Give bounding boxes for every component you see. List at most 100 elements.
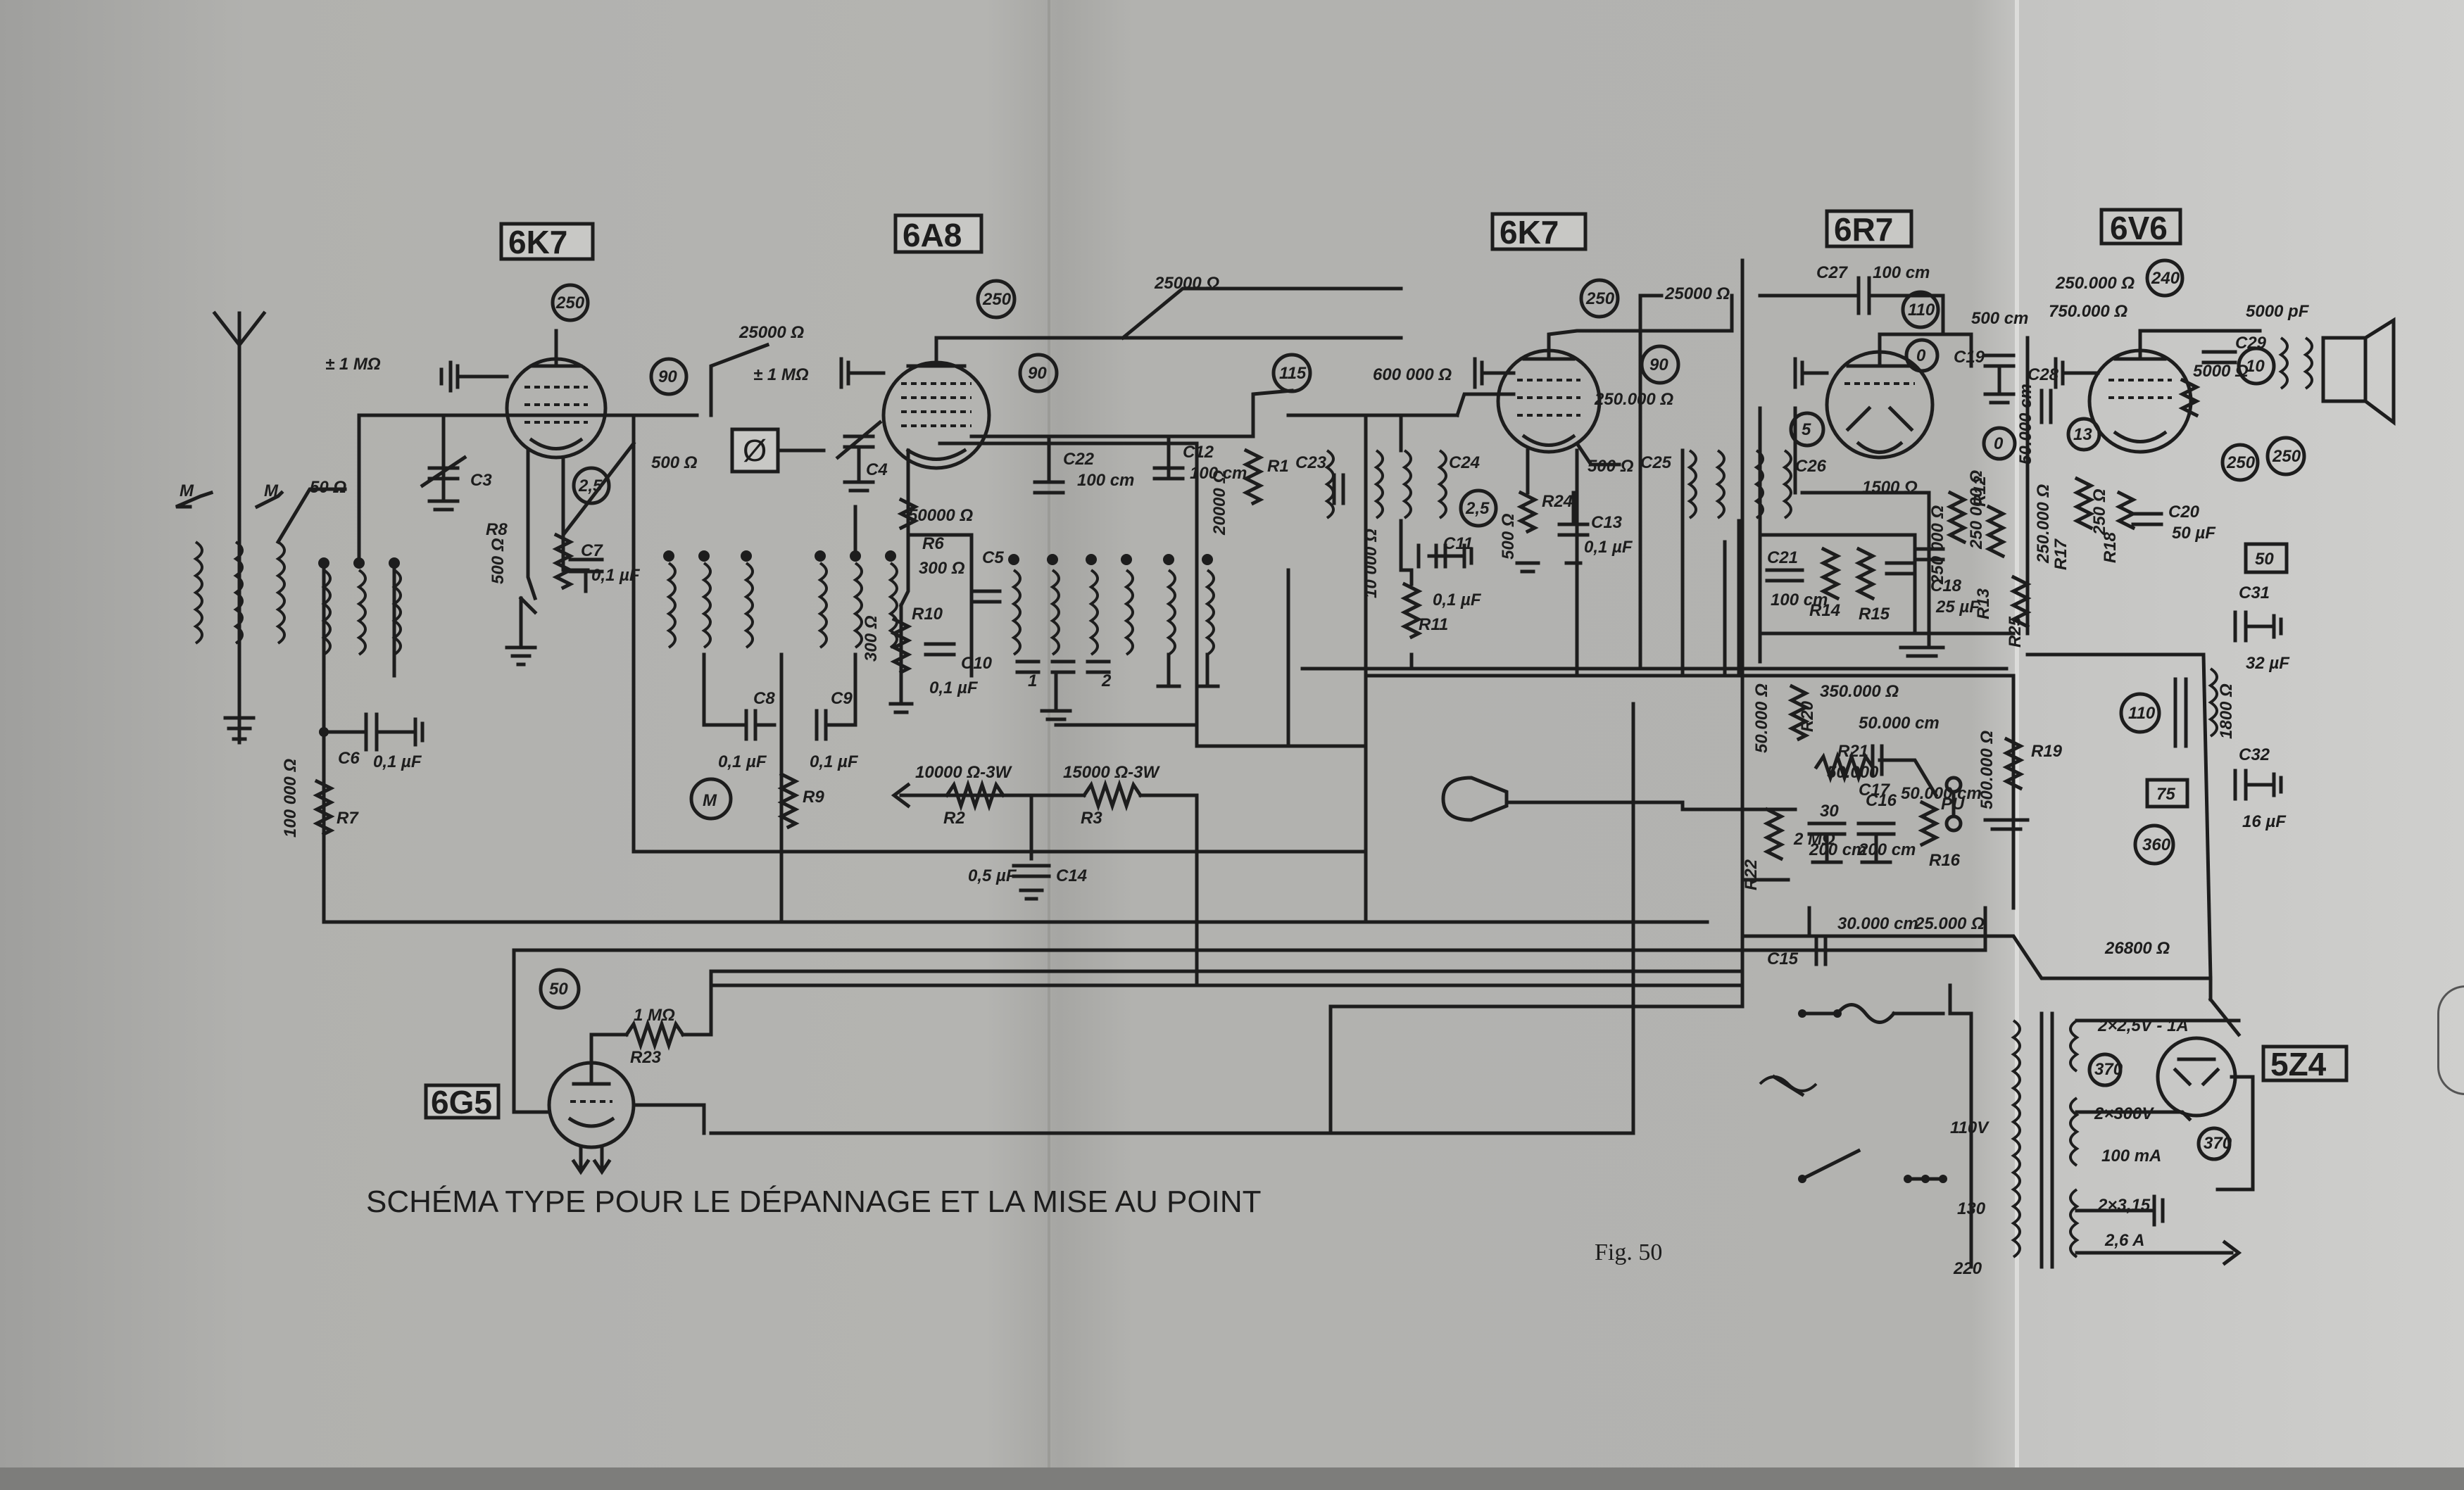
voltage-6r7-cathode: 5 [1802,420,1811,439]
voltage-6k7a-cathode: 2,5 [578,476,603,495]
label-350k: 350.000 Ω [1820,682,1899,701]
stage-6a8-converter: C8 0,1 µF C9 0,1 µF M R9 6A8 250 90 115 … [663,213,1403,924]
label-c17: C17 [1859,781,1891,800]
label-250k-a: 250.000 Ω [1594,390,1673,409]
label-r13: R13 [1974,588,1993,619]
label-c21: C21 [1767,548,1798,567]
label-c27: C27 [1816,263,1849,282]
voltage-6r7-anode: 110 [1908,301,1935,320]
voltage-6v6-cathode: 13 [2073,425,2092,444]
voltage-6a8-screen: 90 [1028,364,1047,383]
b-plus-divider: 10000 Ω-3W R2 15000 Ω-3W R3 0,5 µF C14 [631,568,1368,987]
label-r22: R22 [1742,859,1761,890]
label-r1: R1 [1267,457,1289,476]
voltage-370-a: 370 [2094,1060,2123,1079]
label-c1: 1 [1028,671,1037,690]
voltage-box-75-label: 75 [2156,785,2175,804]
label-r2-value: 10000 Ω-3W [915,763,1012,782]
voltage-speaker: 10 [2246,357,2265,376]
voltage-6a8-anode: 250 [982,290,1012,309]
label-r18: R18 [2101,531,2120,563]
label-r12-value: 250 000 Ω [1928,505,1947,585]
tube-label-6k7-b: 6K7 [1500,214,1559,251]
label-c10-value: 0,1 µF [929,678,979,697]
label-c31-value: 32 µF [2246,654,2290,673]
antenna-coil-label-m2: M [264,481,279,500]
label-c23: C23 [1295,453,1327,472]
label-c2: 2 [1101,671,1112,690]
label-1meg-c: 1 MΩ [634,1006,675,1025]
voltage-box-50-label: 50 [2255,550,2274,569]
label-r7: R7 [337,809,359,828]
label-r24-value: 500 Ω [1499,513,1518,560]
interconnect-wires [969,406,2206,910]
label-250k-d: 250.000 Ω [2055,274,2135,293]
tube-label-6a8: 6A8 [903,217,962,253]
label-c16: C16 [1866,791,1897,810]
voltage-6v6-screen: 250 [2226,453,2256,472]
loudspeaker-icon [2363,317,2396,426]
voltage-370-b: 370 [2204,1134,2232,1153]
tube-label-5z4: 5Z4 [2270,1046,2327,1082]
label-50000-a: 50000 Ω [908,506,973,525]
voltage-6r7-bias: 0 [1994,434,2004,453]
label-c18: C18 [1930,576,1962,595]
label-r10: R10 [912,605,943,624]
label-300-a: 300 Ω [919,559,965,578]
voltage-6k7b-screen: 90 [1649,355,1668,374]
tube-5z4-envelope [2156,1036,2237,1118]
label-c22: C22 [1063,450,1095,469]
voltage-360: 360 [2142,835,2171,854]
label-r7-value: 100 000 Ω [281,759,300,838]
label-26800: 26800 Ω [2104,939,2170,958]
motor-label: M [703,791,717,810]
label-c12-value: 100 cm [1190,464,1247,483]
label-c19: C19 [1954,348,1985,367]
label-r1-value: 20000 Ω [1210,470,1229,536]
label-c15: C15 [1767,949,1799,968]
label-r24: R24 [1542,492,1573,511]
label-300-b: 300 Ω [862,615,881,662]
label-2m: 2 MΩ [1793,830,1835,849]
tube-label-box-6k7-b [1490,212,1588,251]
label-c200b: 200 cm [1858,840,1916,859]
label-r18-value: 250 Ω [2090,488,2109,536]
label-c32: C32 [2239,745,2270,764]
label-25000-d: 25.000 Ω [1914,914,1985,933]
label-tr-heater-current: 2,6 A [2104,1231,2144,1250]
voltage-box-50 [2244,542,2289,574]
label-c8: C8 [753,689,775,708]
label-c12: C12 [1183,443,1214,462]
label-c31: C31 [2239,583,2270,602]
label-c14: C14 [1056,866,1087,885]
tube-label-box-6a8 [893,213,983,254]
label-r9: R9 [803,788,824,807]
voltage-6k7b-anode: 250 [1585,289,1615,308]
antenna-coil-label-m1: M [180,481,194,500]
voltage-6k7a-anode: 250 [555,293,585,312]
label-c25: C25 [1640,453,1672,472]
label-tr-heater-5z4: 2×2,5V - 1A [2097,1016,2189,1035]
label-c28-value: 50.000 cm [2016,384,2035,465]
stage-6r7-detector: 6R7 C27 100 cm 110 0 5 C19 500 cm 0 R12 … [1758,209,2063,831]
voltage-6v6-anode: 240 [2151,269,2180,288]
label-25000-a: 25000 Ω [738,323,804,342]
label-r13-value: 250 000 Ω [1967,470,1986,550]
label-r19: R19 [2031,742,2063,761]
label-c9: C9 [831,689,853,708]
dial-label: Ø [743,434,767,468]
page-bottom-edge [0,1467,2464,1490]
label-r20-value: 50.000 Ω [1752,683,1771,753]
label-c4: C4 [866,460,888,479]
page-fold-line [1048,0,1050,1490]
antenna-input-stage: M M 50 Ω C6 0,1 µF R7 100 000 Ω ± 1 MΩ [175,310,699,924]
label-c7-value: 0,1 µF [591,566,641,585]
label-c32-value: 16 µF [2242,812,2287,831]
power-supply: 110V 130 220 2×2,5V - 1A 370 2×300V 100 … [1328,702,2349,1278]
voltage-110: 110 [2128,704,2156,723]
label-r16-val: 50.000 cm [1901,784,1982,803]
label-1meg-b: ± 1 MΩ [753,365,809,384]
label-r25: R25 [2006,616,2025,648]
label-c18-value: 25 µF [1935,598,1980,617]
